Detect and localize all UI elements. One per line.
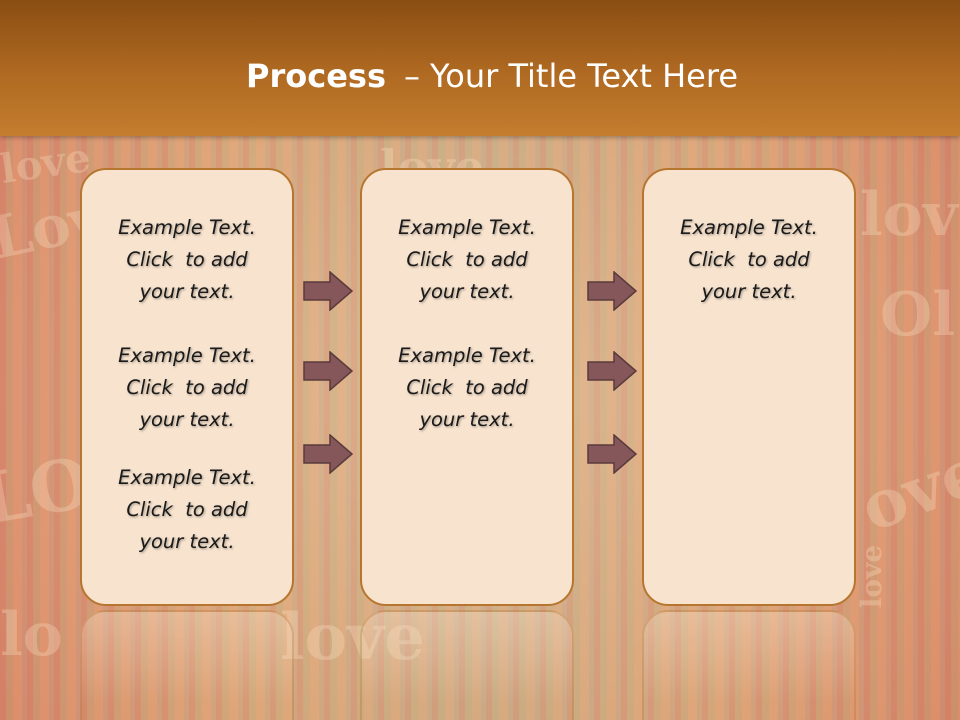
box-reflection xyxy=(642,610,856,720)
text-placeholder[interactable]: Example Text. Click to add your text. xyxy=(362,340,572,436)
process-box-3[interactable]: Example Text. Click to add your text. xyxy=(642,168,856,606)
text-line: Click to add xyxy=(406,376,528,399)
right-arrow-icon xyxy=(587,271,637,311)
text-line: your text. xyxy=(139,280,235,303)
title-rest: Your Title Text Here xyxy=(429,57,738,95)
process-box-1[interactable]: Example Text. Click to add your text. Ex… xyxy=(80,168,294,606)
text-line: Example Text. xyxy=(680,216,818,239)
title-bar xyxy=(0,0,960,136)
text-line: your text. xyxy=(139,408,235,431)
text-line: your text. xyxy=(701,280,797,303)
text-placeholder[interactable]: Example Text. Click to add your text. xyxy=(644,212,854,308)
text-line: Click to add xyxy=(126,376,248,399)
text-line: Example Text. xyxy=(118,216,256,239)
right-arrow-icon xyxy=(303,434,353,474)
right-arrow-icon xyxy=(587,351,637,391)
text-line: Click to add xyxy=(688,248,810,271)
box-reflection xyxy=(80,610,294,720)
text-line: Click to add xyxy=(126,498,248,521)
right-arrow-icon xyxy=(303,351,353,391)
text-line: Example Text. xyxy=(118,466,256,489)
right-arrow-icon xyxy=(587,434,637,474)
box-reflection xyxy=(360,610,574,720)
slide-title[interactable]: Process–Your Title Text Here xyxy=(0,54,960,98)
text-line: your text. xyxy=(139,530,235,553)
text-line: Example Text. xyxy=(398,344,536,367)
text-placeholder[interactable]: Example Text. Click to add your text. xyxy=(82,340,292,436)
title-separator: – xyxy=(403,57,420,95)
text-line: Example Text. xyxy=(398,216,536,239)
text-line: Click to add xyxy=(126,248,248,271)
text-line: your text. xyxy=(419,408,515,431)
text-line: Example Text. xyxy=(118,344,256,367)
text-line: Click to add xyxy=(406,248,528,271)
text-placeholder[interactable]: Example Text. Click to add your text. xyxy=(82,462,292,558)
text-placeholder[interactable]: Example Text. Click to add your text. xyxy=(82,212,292,308)
right-arrow-icon xyxy=(303,271,353,311)
process-box-2[interactable]: Example Text. Click to add your text. Ex… xyxy=(360,168,574,606)
title-bold: Process xyxy=(246,57,386,95)
text-line: your text. xyxy=(419,280,515,303)
text-placeholder[interactable]: Example Text. Click to add your text. xyxy=(362,212,572,308)
